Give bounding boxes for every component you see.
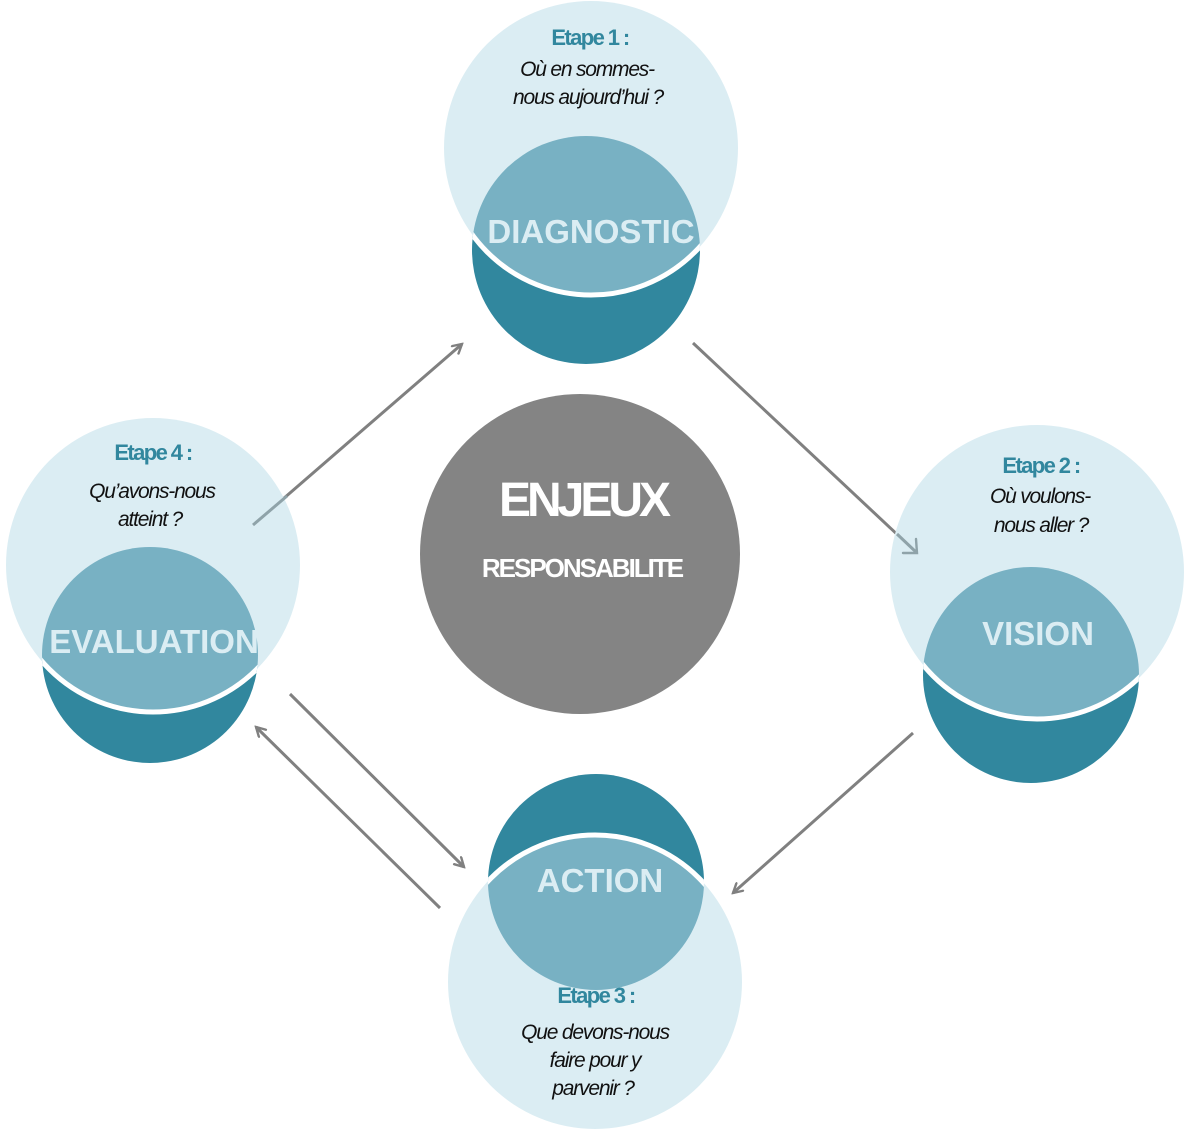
- step-title: Etape 3 :: [557, 983, 635, 1008]
- stage-label: VISION: [982, 615, 1094, 652]
- step-question-line: Où voulons-: [990, 485, 1091, 508]
- overlap-region: [923, 567, 1139, 722]
- step-action[interactable]: ACTION Etape 3 : Que devons-nous faire p…: [448, 774, 742, 1129]
- step-title: Etape 2 :: [1002, 453, 1080, 478]
- center-subtitle: RESPONSABILITE: [482, 553, 684, 583]
- arrowhead-vision-overlay: [901, 537, 919, 555]
- step-question-line: parvenir ?: [551, 1077, 635, 1100]
- center-node: ENJEUX RESPONSABILITE: [420, 394, 740, 714]
- step-diagnostic[interactable]: Etape 1 : Où en sommes- nous aujourd’hui…: [444, 1, 738, 364]
- stage-label: ACTION: [537, 862, 664, 899]
- step-question-line: nous aller ?: [994, 514, 1090, 537]
- step-question-line: atteint ?: [118, 508, 183, 531]
- stage-label: DIAGNOSTIC: [487, 213, 694, 250]
- arrow-action-to-evaluation: [256, 727, 442, 910]
- overlap-region: [42, 547, 258, 715]
- overlap-region: [472, 136, 700, 298]
- overlap-region: [488, 832, 704, 990]
- step-title: Etape 1 :: [551, 25, 629, 50]
- step-title: Etape 4 :: [114, 440, 192, 465]
- arrow-evaluation-to-action: [288, 692, 464, 867]
- step-question-line: Qu’avons-nous: [89, 480, 216, 503]
- arrow-diagnostic-to-vision: [691, 341, 917, 553]
- arrow-evaluation-to-diagnostic-overlay: [252, 494, 288, 527]
- step-question-line: Où en sommes-: [520, 58, 655, 81]
- arrow-evaluation-to-diagnostic: [252, 344, 462, 527]
- arrows: [252, 341, 917, 910]
- step-question-line: Que devons-nous: [521, 1021, 670, 1044]
- arrow-diagnostic-to-vision-overlay: [895, 532, 919, 555]
- step-question-line: faire pour y: [550, 1049, 643, 1072]
- stage-label: EVALUATION: [49, 623, 259, 660]
- center-circle: [420, 394, 740, 714]
- step-question-line: nous aujourd’hui ?: [513, 86, 665, 109]
- arrow-vision-to-action: [733, 731, 914, 893]
- step-evaluation[interactable]: Etape 4 : Qu’avons-nous atteint ? EVALUA…: [6, 418, 300, 763]
- center-title: ENJEUX: [499, 474, 671, 527]
- step-vision[interactable]: Etape 2 : Où voulons- nous aller ? VISIO…: [890, 425, 1184, 783]
